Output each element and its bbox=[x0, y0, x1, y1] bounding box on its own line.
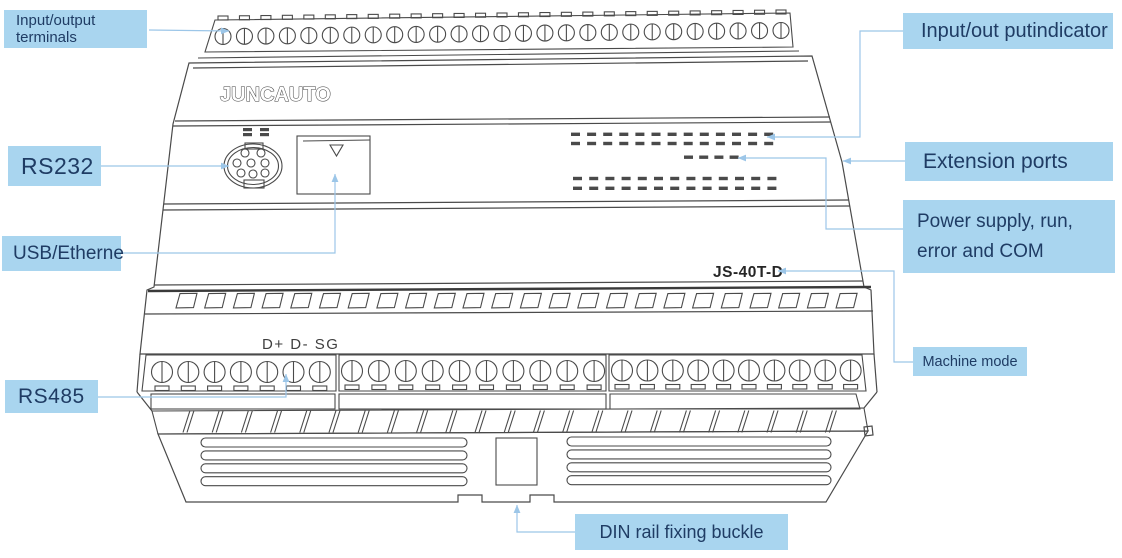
diagonal-vent-dividers bbox=[182, 410, 837, 433]
leader-lines bbox=[98, 27, 913, 533]
brand-logo-text: JUNCAUTO bbox=[220, 84, 331, 106]
callout-io-indicator: Input/out putindicator bbox=[903, 13, 1113, 49]
callout-din-buckle: DIN rail fixing buckle bbox=[575, 514, 788, 550]
housing-vent-slots bbox=[200, 436, 832, 487]
vent-slats bbox=[175, 292, 858, 309]
top-terminal-strip bbox=[197, 12, 800, 59]
bottom-housing bbox=[157, 425, 874, 503]
callout-extension-ports: Extension ports bbox=[905, 142, 1113, 181]
bottom-terminal-screws bbox=[150, 359, 862, 392]
model-text: JS-40T-D bbox=[713, 264, 783, 281]
callout-power-leds: Power supply, run, error and COM bbox=[903, 200, 1115, 273]
leader-machine-mode bbox=[777, 267, 913, 363]
callout-machine-mode: Machine mode bbox=[913, 347, 1027, 376]
top-terminal-screws bbox=[214, 9, 790, 46]
leader-io-terminals bbox=[148, 27, 230, 35]
leader-rs485 bbox=[98, 373, 290, 398]
usb-port-cover bbox=[296, 135, 371, 195]
leader-din-buckle bbox=[513, 504, 575, 533]
bottom-terminal-blocks bbox=[141, 354, 867, 392]
device-body bbox=[136, 9, 878, 503]
callout-io-terminals: Input/output terminals bbox=[4, 10, 147, 48]
diagonal-vents bbox=[151, 407, 869, 435]
leader-io-indicator bbox=[766, 30, 903, 141]
callout-rs485: RS485 bbox=[5, 380, 98, 413]
din-rail-buckle bbox=[495, 437, 538, 486]
leader-power-leds bbox=[737, 154, 903, 230]
callout-usb-ethernet: USB/Etherne bbox=[2, 236, 124, 271]
led-indicator-banks bbox=[571, 132, 777, 190]
device-outline bbox=[136, 55, 878, 412]
callout-rs232: RS232 bbox=[8, 146, 101, 186]
rs232-connector bbox=[223, 142, 283, 189]
rs485-pin-labels: D+ D- SG bbox=[262, 336, 339, 353]
leader-usb bbox=[121, 173, 339, 254]
status-led-pair bbox=[243, 128, 269, 137]
terminal-label-plates bbox=[150, 393, 861, 410]
